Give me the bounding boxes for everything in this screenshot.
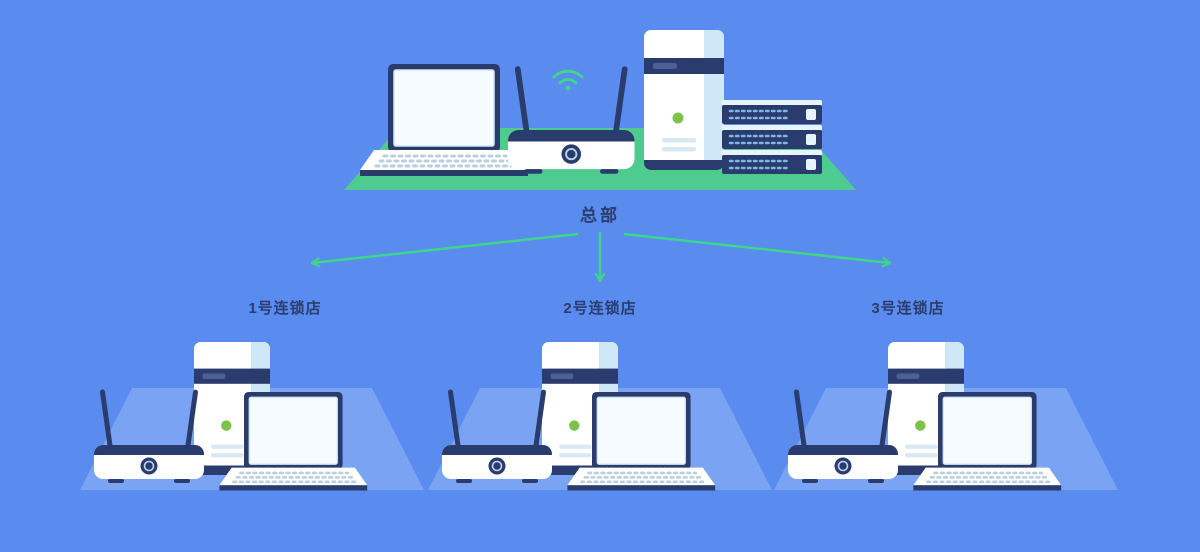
hq-wifi-icon (552, 69, 584, 92)
hq-router-icon (507, 64, 636, 175)
branch-2-label: 2号连锁店 (563, 300, 637, 317)
hq-group (344, 30, 856, 190)
hq-laptop-icon (358, 62, 530, 178)
arrow-to-branch-1 (312, 232, 579, 263)
branch-1-group (80, 342, 424, 491)
connection-arrows (312, 232, 890, 281)
arrow-to-branch-3 (623, 232, 890, 263)
branch-3-label: 3号连锁店 (871, 300, 945, 317)
branch-2-group (428, 342, 772, 491)
branch-1-label: 1号连锁店 (248, 300, 322, 317)
hq-server-tower-icon (644, 30, 724, 170)
branch-3-group (774, 342, 1118, 491)
hq-label: 总部 (580, 206, 620, 225)
hq-rack-server-icon (720, 98, 824, 176)
